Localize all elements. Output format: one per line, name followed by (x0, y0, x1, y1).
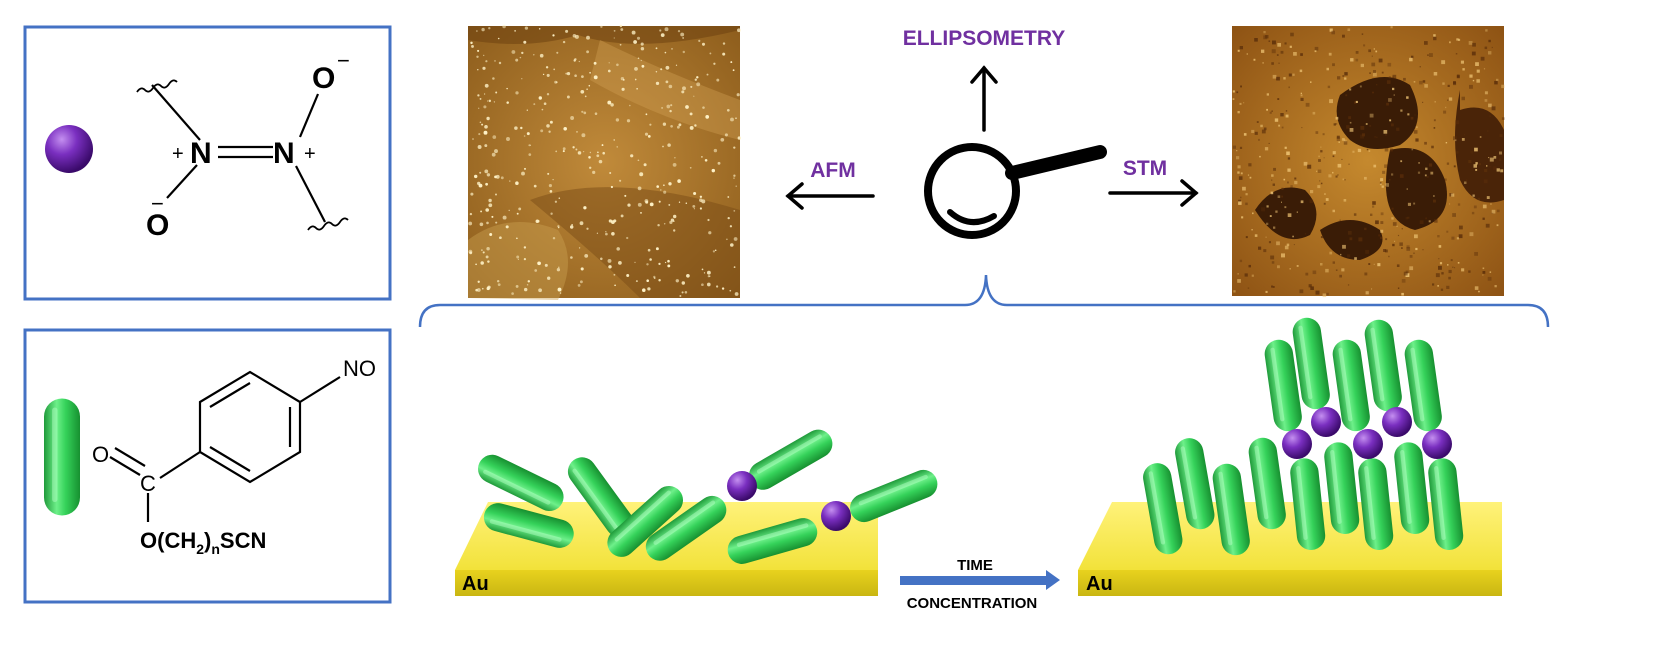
nitrosobenzoate-structure (109, 370, 341, 522)
afm-image (468, 24, 741, 300)
no-group-label: NO (343, 356, 376, 381)
carbonyl-o-label: O (92, 442, 109, 467)
charge-plus-left: + (172, 143, 184, 165)
stm-label: STM (1123, 157, 1167, 180)
n-atom-right: N (273, 137, 295, 170)
ellipsometry-label: ELLIPSOMETRY (903, 27, 1066, 50)
stm-image (1232, 26, 1505, 298)
charge-minus-top: − (337, 48, 350, 73)
molecules-right (1140, 315, 1465, 557)
time-label: TIME (957, 557, 993, 574)
curly-brace (418, 274, 1550, 328)
sphere-icon (45, 125, 93, 173)
azodioxide-structure (136, 79, 349, 231)
carbon-label: C (140, 471, 156, 496)
time-concentration-arrow (900, 570, 1060, 590)
au-label-left: Au (462, 573, 489, 595)
magnifier-icon (924, 143, 1107, 239)
molecules-left (473, 424, 942, 568)
charge-minus-bottom: − (151, 191, 164, 216)
charge-plus-right: + (304, 143, 316, 165)
chain-label: O(CH2)nSCN (140, 528, 266, 557)
n-atom-left: N (190, 137, 212, 170)
legend-box-bottom (23, 328, 392, 604)
concentration-label: CONCENTRATION (907, 595, 1038, 612)
au-label-right: Au (1086, 573, 1113, 595)
legend-box-top (23, 25, 392, 301)
technique-arrows (785, 65, 1199, 210)
gold-substrate-right (1078, 502, 1502, 596)
o-atom-top: O (312, 62, 335, 95)
o-atom-bottom: O (146, 209, 169, 242)
afm-label: AFM (810, 159, 856, 182)
rod-icon (44, 398, 80, 516)
